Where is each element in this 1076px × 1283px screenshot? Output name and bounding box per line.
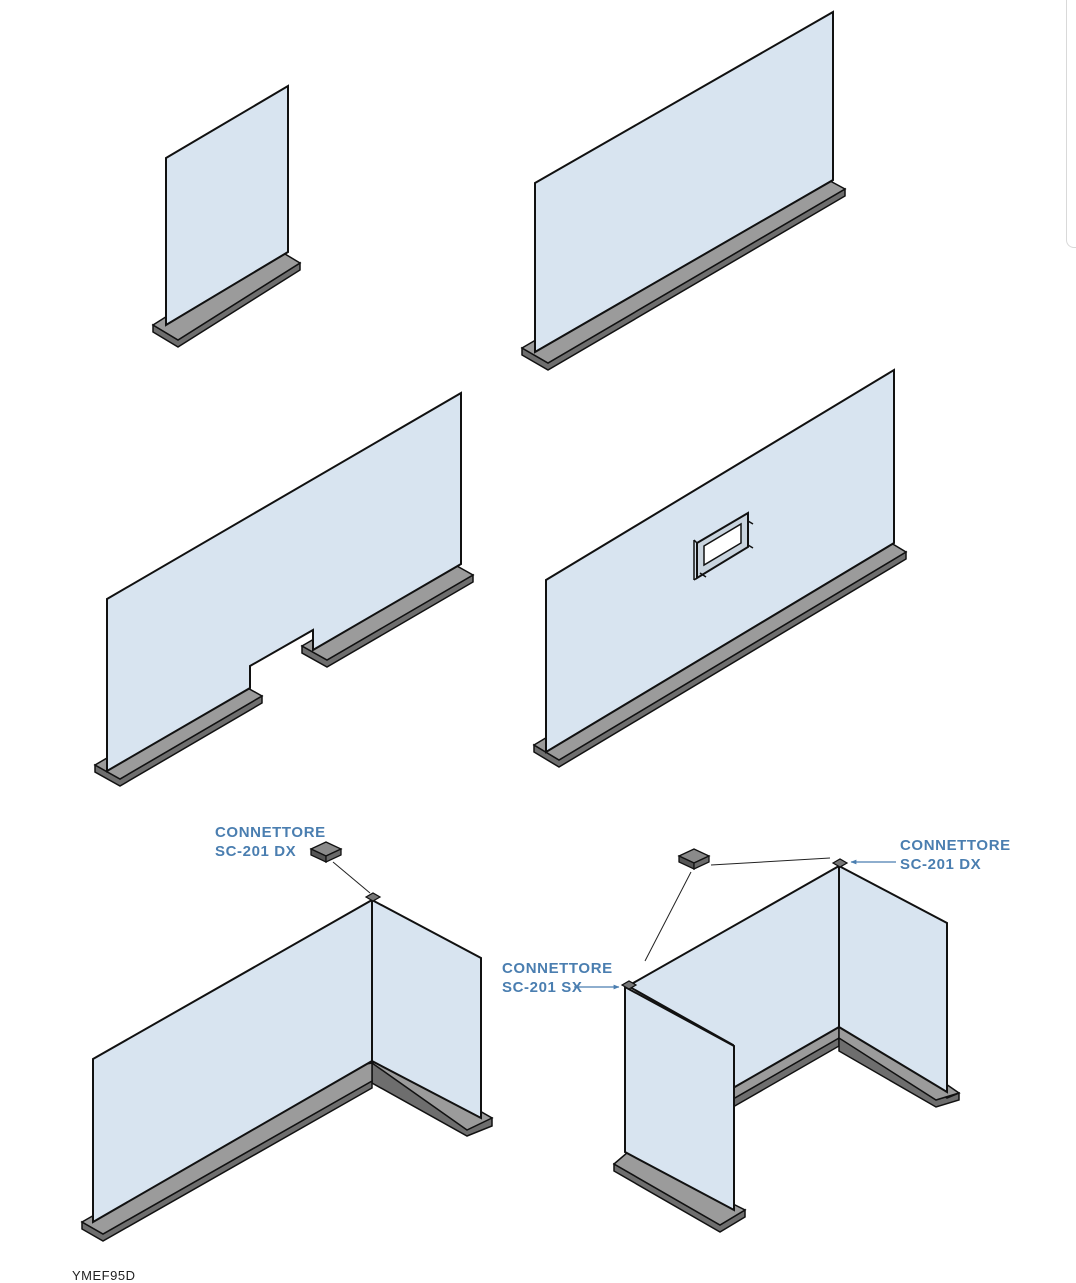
leader-block-to-sx [644,871,692,962]
assembly-l-shape [80,841,494,1242]
connector-block-left [309,841,343,864]
l-shape-corner-connector [364,892,382,902]
leader-left-dx [332,861,371,894]
u-shape-sx-connector [620,980,638,990]
u-shape-dx-connector [831,858,849,868]
scrollbar-edge[interactable] [1066,0,1076,248]
u-shape-left-glass [624,985,735,1212]
callout-right-sx: CONNETTORE SC-201 SX [502,959,613,997]
figure-code: YMEF95D [72,1268,136,1283]
cutout-glass [106,391,462,773]
callout-left-dx-line2: SC-201 DX [215,843,297,860]
u-shape-right-glass [838,864,948,1094]
connector-block-right [677,848,711,871]
leader-block-to-dx [710,857,831,866]
panel-wide-glass [534,10,834,354]
panel-wide [520,10,847,371]
callout-right-dx-line1: CONNETTORE [900,837,1011,854]
window-frame [693,511,754,581]
l-shape-front-glass [92,898,373,1224]
assembly-u-shape [574,848,961,1233]
callout-right-sx-line2: SC-201 SX [502,979,583,996]
callout-left-dx-line1: CONNETTORE [215,824,326,841]
callout-right-dx: CONNETTORE SC-201 DX [900,836,1011,874]
panel-narrow [151,84,302,348]
panel-with-cutout [93,391,475,787]
callout-right-dx-line2: SC-201 DX [900,856,982,873]
callout-left-dx: CONNETTORE SC-201 DX [215,823,326,861]
callout-right-sx-line1: CONNETTORE [502,960,613,977]
panel-with-window [532,368,908,768]
